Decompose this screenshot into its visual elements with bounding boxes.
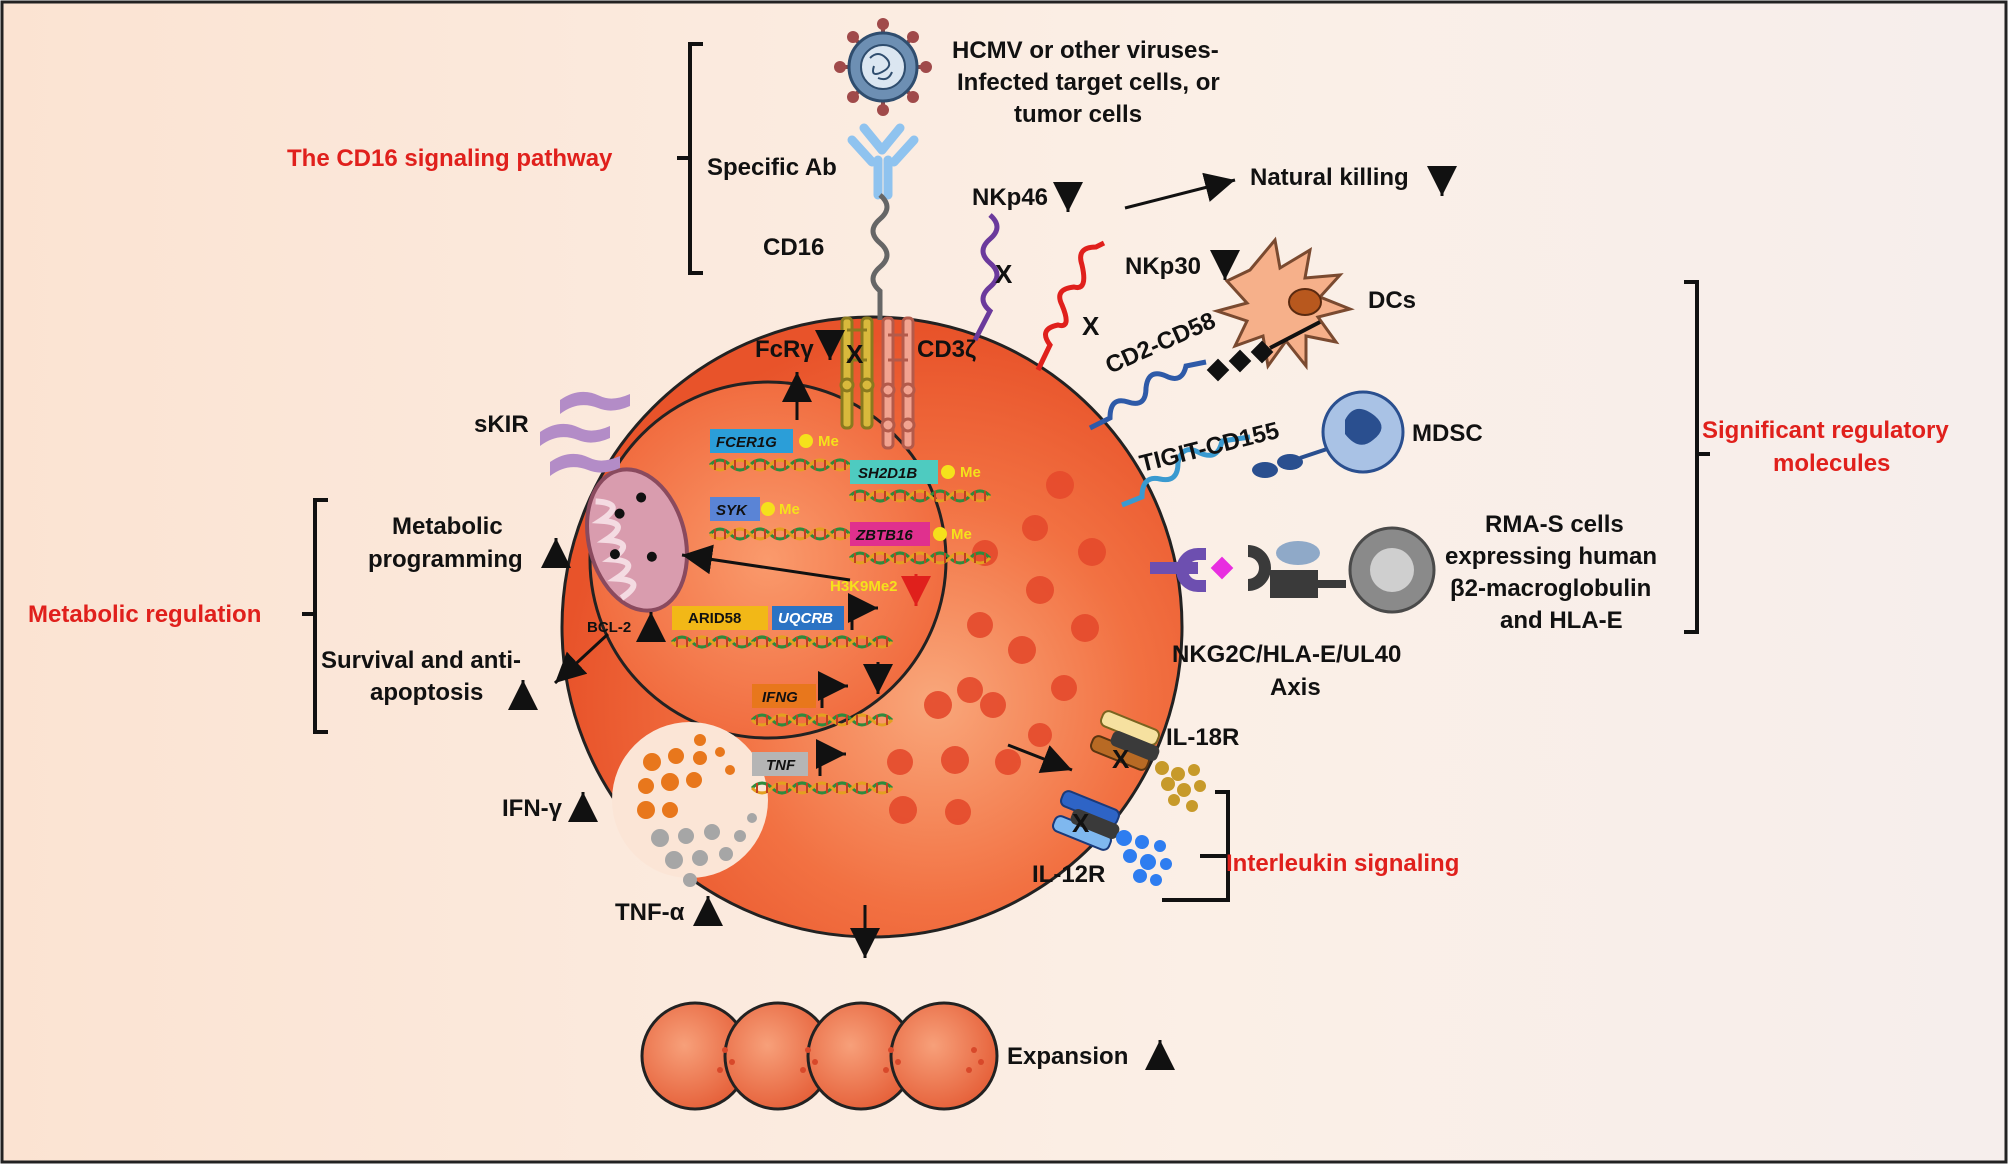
nkp46-x-mark: X [995,259,1013,289]
tnf-label: TNF [766,757,796,774]
interleukin-title: Interleukin signaling [1226,850,1459,877]
ifng-label: IFNG [762,689,798,706]
cd16-pathway-group: The CD16 signaling pathway Specific Ab C… [287,42,837,275]
zbtb16-to-mito-arrow [681,544,851,582]
mdsc-label: MDSC [1412,420,1483,447]
natural-killing-label: Natural killing [1250,164,1409,191]
sh2d1b-me: Me [960,464,981,481]
cd16-receptor [870,193,890,320]
nkg2c-label-2: Axis [1270,674,1321,701]
il-arrow [1007,743,1073,774]
mdsc-icon [1321,390,1405,474]
mitochondrion [585,467,689,613]
bcl2-to-survival-arrow [553,632,610,685]
zbtb16-me: Me [951,526,972,543]
virus-text-1: HCMV or other viruses- [952,37,1219,64]
gene-sh2d1b: SH2D1B Me [848,460,992,503]
cd3z-label: CD3ζ [917,336,976,363]
metabolic-programming-label-2: programming [368,546,523,573]
rmas-label-2: expressing human [1445,543,1657,570]
nkg2c-label-1: NKG2C/HLA-E/UL40 [1172,641,1401,668]
nkg2c-complex [1150,526,1436,614]
il12r-receptor [1051,790,1121,851]
significant-regulatory-group: Significant regulatory molecules [1684,280,1949,634]
nkp30-label: NKp30 [1125,253,1201,280]
significant-regulatory-title-2: molecules [1773,450,1890,477]
nkp30-receptor [1035,240,1106,372]
tnfa-vesicles [651,813,757,887]
metabolic-regulation-title: Metabolic regulation [28,601,261,628]
gene-arid-uqcrb: ARID58 UQCRB [670,593,894,649]
skir-molecules [540,391,630,476]
sh2d1b-label: SH2D1B [858,465,917,482]
tigit-receptor [1121,434,1251,508]
gene-ifng: IFNG [750,671,894,727]
il12r-label: IL-12R [1032,861,1105,888]
syk-label: SYK [716,502,748,519]
fcer1g-me: Me [818,433,839,450]
significant-regulatory-title-1: Significant regulatory [1702,417,1949,444]
metabolic-regulation-group: Metabolic regulation Metabolic programmi… [28,498,610,734]
expansion-label: Expansion [1007,1043,1128,1070]
ifng-out-label: IFN-γ [502,795,563,822]
h3k9-label: H3K9Me2 [830,578,898,595]
gene-zbtb16: ZBTB16 Me H3K9Me2 [830,522,992,606]
bcl2-label: BCL-2 [587,619,631,636]
cd16-pathway-title: The CD16 signaling pathway [287,145,613,172]
il-bracket [1162,790,1230,902]
fcer1g-label: FCER1G [716,434,777,451]
antibody-icon [847,123,919,200]
nkp46-receptor [972,213,1000,342]
gene-syk: SYK Me [708,497,852,541]
cd16-label: CD16 [763,234,824,261]
fcrg-dimer [839,316,875,430]
specific-ab-label: Specific Ab [707,154,837,181]
uqcrb-label: UQCRB [778,610,833,627]
skir-label: sKIR [474,411,529,438]
cd58-ligand [1206,340,1274,382]
rmas-label-4: and HLA-E [1500,607,1623,634]
rmas-label-1: RMA-S cells [1485,511,1624,538]
arid58-label: ARID58 [688,610,741,627]
nkp30-x-mark: X [1082,311,1100,341]
fcrg-x-mark: X [846,339,864,369]
survival-label-1: Survival and anti- [321,647,521,674]
syk-me: Me [779,501,800,518]
survival-label-2: apoptosis [370,679,483,706]
il18r-receptor [1089,710,1161,771]
cd2-receptor [1088,359,1207,431]
metabolic-programming-label-1: Metabolic [392,513,503,540]
il18r-label: IL-18R [1166,724,1239,751]
fcrg-label: FcRγ [755,336,814,363]
zbtb16-label: ZBTB16 [855,527,913,544]
il18r-x-mark: X [1112,744,1130,774]
virus-text-2: Infected target cells, or [957,69,1220,96]
ifng-vesicles [637,734,735,819]
gene-tnf: TNF [750,739,894,795]
il12r-x-mark: X [1072,808,1090,838]
rmas-label-3: β2-macroglobulin [1450,575,1651,602]
il12-ligands [1116,830,1172,886]
nkp46-label: NKp46 [972,184,1048,211]
tnfa-out-label: TNF-α [615,899,685,926]
dc-icon [1211,236,1355,371]
virus-icon [834,18,932,116]
gene-fcer1g: FCER1G Me [708,429,852,472]
il18-ligands [1155,761,1206,812]
dcs-label: DCs [1368,287,1416,314]
cd155-ligand [1252,454,1303,478]
virus-text-3: tumor cells [1014,101,1142,128]
expanded-cells [640,1001,999,1111]
nkp46-to-killing-arrow [1124,172,1236,210]
cd3z-dimer [880,316,916,450]
